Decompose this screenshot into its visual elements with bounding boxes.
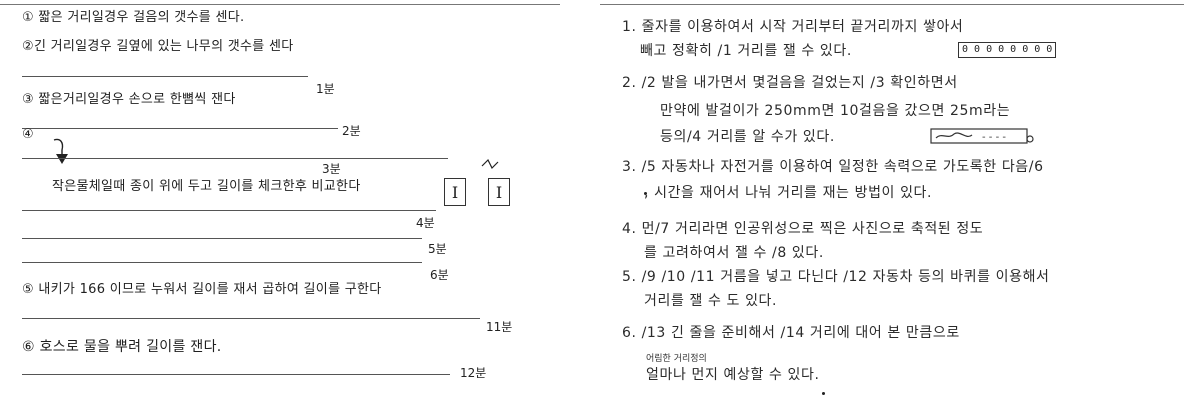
left-line-5: ⑤ 내키가 166 이므로 누워서 길이를 재서 곱하여 길이를 구한다 bbox=[22, 282, 382, 297]
writing-rule bbox=[22, 158, 448, 159]
left-handwritten-page: ① 짧은 거리일경우 걸음의 갯수를 센다. ②긴 거리일경우 길옆에 있는 나… bbox=[0, 0, 560, 398]
right-line-7: , 시간을 재어서 나눠 거리를 재는 방법이 있다. bbox=[644, 185, 933, 201]
right-line-3: 2. /2 발을 내가면서 몇걸음을 걸었는지 /3 확인하면서 bbox=[622, 75, 958, 91]
left-line-3: ③ 짧은거리일경우 손으로 한뼘씩 잰다 bbox=[22, 92, 236, 107]
margin-note-time: 1분 bbox=[316, 82, 335, 96]
margin-note-time: 5분 bbox=[428, 242, 447, 256]
right-handwritten-page: 1. 줄자를 이용하여서 시작 거리부터 끝거리까지 쌓아서 빼고 정확히 /1… bbox=[600, 0, 1184, 398]
right-line-13: 얼마나 먼지 예상할 수 있다. bbox=[646, 367, 820, 383]
writing-rule bbox=[22, 210, 436, 211]
left-line-2: ②긴 거리일경우 길옆에 있는 나무의 갯수를 센다 bbox=[22, 39, 294, 54]
writing-rule bbox=[22, 76, 308, 77]
margin-note-time: 2분 bbox=[342, 124, 361, 138]
writing-rule bbox=[22, 262, 422, 263]
svg-text:- - - -: - - - - bbox=[982, 132, 1006, 143]
left-line-4-number: ④ bbox=[22, 127, 34, 142]
arrow-sketch-icon bbox=[53, 138, 68, 164]
margin-note-time: 11분 bbox=[486, 320, 513, 334]
writing-rule bbox=[22, 238, 422, 239]
sketch-box: I bbox=[444, 178, 466, 206]
small-annotation: 어림한 거리정의 bbox=[646, 354, 707, 364]
writing-rule bbox=[22, 374, 450, 375]
margin-note-time: 6분 bbox=[430, 268, 449, 282]
right-line-8: 4. 먼/7 거리라면 인공위성으로 찍은 사진으로 축적된 정도 bbox=[622, 221, 984, 237]
footsteps-sketch-icon: - - - - bbox=[930, 128, 1034, 144]
sketch-box: I bbox=[488, 178, 510, 206]
right-line-2: 빼고 정확히 /1 거리를 잴 수 있다. bbox=[640, 43, 852, 59]
right-line-6: 3. /5 자동차나 자전거를 이용하여 일정한 속력으로 가도록한 다음/6 bbox=[622, 159, 1044, 175]
sketch-label: I bbox=[451, 182, 459, 202]
left-line-6: ⑥ 호스로 물을 뿌려 길이를 잰다. bbox=[22, 339, 222, 355]
right-line-1: 1. 줄자를 이용하여서 시작 거리부터 끝거리까지 쌓아서 bbox=[622, 19, 964, 35]
margin-note-time: 12분 bbox=[460, 366, 487, 380]
left-line-4-text: 작은물체일때 종이 위에 두고 길이를 체크한후 비교한다 bbox=[52, 179, 361, 194]
margin-note-time: 4분 bbox=[416, 216, 435, 230]
writing-rule bbox=[22, 128, 338, 129]
right-line-9: 를 고려하여서 잴 수 /8 있다. bbox=[644, 245, 824, 261]
left-line-1: ① 짧은 거리일경우 걸음의 갯수를 센다. bbox=[22, 10, 245, 25]
right-line-12: 6. /13 긴 줄을 준비해서 /14 거리에 대어 본 만큼으로 bbox=[622, 325, 960, 341]
margin-note-time: 3분 bbox=[322, 162, 341, 176]
ruler-sketch: 0 0 0 0 0 0 0 0 bbox=[958, 42, 1057, 58]
right-line-11: 거리를 잴 수 도 있다. bbox=[644, 293, 778, 309]
page-top-border bbox=[600, 4, 1184, 5]
right-line-5: 등의/4 거리를 알 수가 있다. bbox=[660, 129, 835, 145]
right-line-4: 만약에 발걸이가 250mm면 10걸음을 갔으면 25m라는 bbox=[660, 103, 1011, 119]
right-line-10: 5. /9 /10 /11 거름을 넣고 다닌다 /12 자동차 등의 바퀴를 … bbox=[622, 269, 1050, 285]
scribble-mark-icon bbox=[481, 158, 499, 170]
page-top-border bbox=[0, 4, 560, 5]
sketch-label: I bbox=[495, 182, 503, 202]
writing-rule bbox=[22, 318, 480, 319]
ink-dot bbox=[644, 192, 647, 195]
ink-dot bbox=[822, 392, 825, 395]
